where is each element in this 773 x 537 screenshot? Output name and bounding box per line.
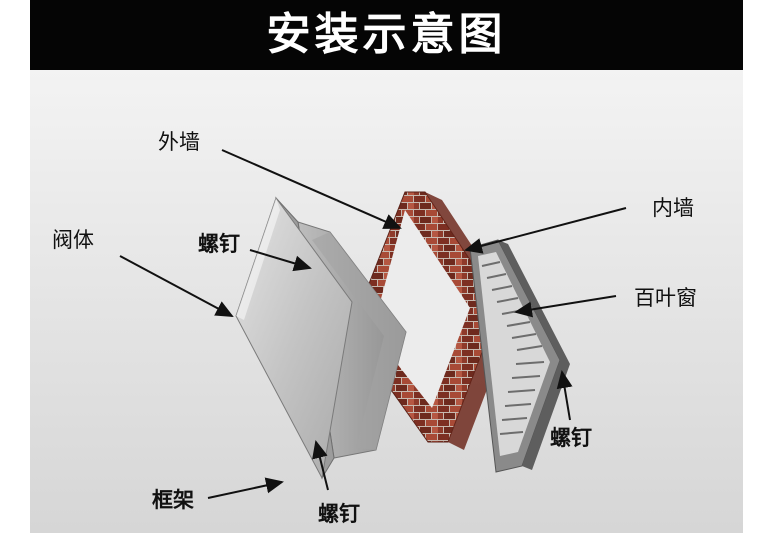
leader-lines — [119, 149, 627, 499]
label-valve-body: 阀体 — [52, 228, 94, 252]
diagram-scene: 外墙 阀体 螺钉 内墙 百叶窗 螺钉 框架 螺钉 — [30, 70, 743, 533]
page-title: 安装示意图 — [266, 9, 507, 60]
label-inner-wall: 内墙 — [652, 196, 694, 220]
valve-body — [235, 196, 407, 480]
label-screw-top: 螺钉 — [198, 232, 240, 256]
title-bar: 安装示意图 — [30, 0, 743, 70]
louver-grille — [469, 239, 570, 473]
label-frame: 框架 — [152, 488, 194, 512]
label-screw-bottom: 螺钉 — [318, 502, 360, 526]
diagram-illustration — [30, 70, 743, 533]
label-louver: 百叶窗 — [634, 286, 697, 310]
label-screw-right: 螺钉 — [550, 426, 592, 450]
label-outer-wall: 外墙 — [158, 130, 200, 154]
